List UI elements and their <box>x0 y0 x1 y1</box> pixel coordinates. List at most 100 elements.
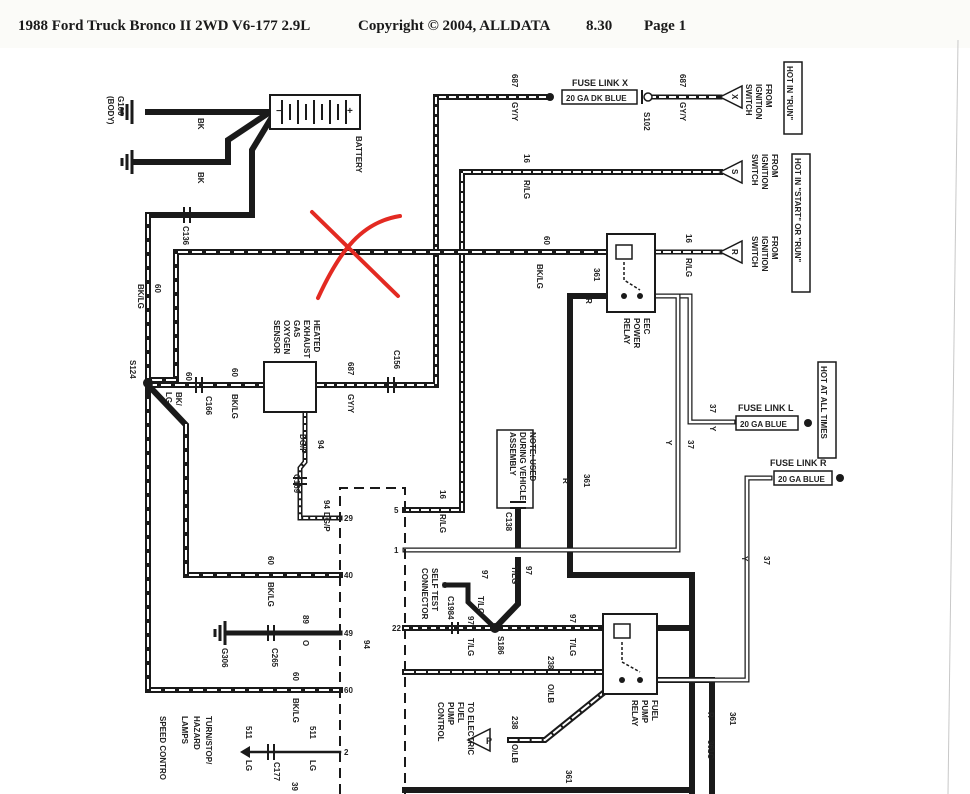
r-label-2: R <box>561 478 570 484</box>
wire-687-stripe <box>317 96 546 386</box>
pin-60: 60 <box>344 686 353 695</box>
pin-40: 40 <box>344 571 353 580</box>
heo2-label-3: GAS <box>292 320 301 338</box>
hot-all-box <box>817 361 837 459</box>
note-line-3: ASSEMBLY <box>508 432 517 476</box>
w37-label-2: 37 <box>708 404 717 413</box>
w97-label-4: 97 <box>568 614 577 623</box>
heo2-label-2: EXHAUST <box>302 320 311 358</box>
pin-2: 2 <box>344 748 349 757</box>
c1984-label: C1984 <box>446 596 455 620</box>
lg-label-2: LG <box>308 760 317 771</box>
switch-x-letter: X <box>730 94 739 100</box>
heo2-label-1: HEATED <box>312 320 321 353</box>
w37-label-3: 37 <box>762 556 771 565</box>
battery-plus: + <box>347 106 353 117</box>
o-label: O <box>301 640 310 646</box>
tef-label-4: CONTROL <box>436 702 445 742</box>
tlg-label-2: T/LG <box>510 566 519 584</box>
ignition-switch-markers <box>466 84 743 753</box>
speed-control-label: SPEED CONTRO <box>158 716 167 780</box>
w511-label-1: 511 <box>244 726 253 739</box>
fuse-l-rating: 20 GA BLUE <box>740 420 787 429</box>
battery-label: BATTERY <box>354 136 363 174</box>
gyy-label-3: GY/Y <box>346 394 355 414</box>
bklg-label-3: BK/LG <box>230 394 239 419</box>
w94-label-2: 94 <box>322 500 331 509</box>
stc-label-2: CONNECTOR <box>420 568 429 620</box>
w60-label-6: 60 <box>291 672 300 681</box>
stc-label-1: SELF TEST <box>430 568 439 611</box>
bklg-label-5: BK/LG <box>266 582 275 607</box>
w39-label: 39 <box>290 782 299 791</box>
w16-label-3: 16 <box>438 490 447 499</box>
c156-label: C156 <box>392 350 401 370</box>
tsh-label-2: HAZARD <box>192 716 201 750</box>
w511-label-2: 511 <box>308 726 317 739</box>
switch-label-s: SWITCH <box>750 154 759 186</box>
w97-label-1: 97 <box>480 570 489 579</box>
heo2-label-4: OXYGEN <box>282 320 291 354</box>
w16-label-1: 16 <box>522 154 531 163</box>
dgp-label-2: DG/P <box>322 512 331 532</box>
w238-label-1: 238 <box>546 656 555 670</box>
note-box <box>496 429 534 509</box>
switch-s-letter: S <box>730 169 739 175</box>
w687-label-3: 687 <box>346 362 355 376</box>
lg-line-label: LG <box>164 392 173 403</box>
w16-label-2: 16 <box>684 234 693 243</box>
w60-label-3: 60 <box>230 368 239 377</box>
c136-label: C136 <box>181 226 190 246</box>
page-edge <box>947 39 959 794</box>
olb-label-1: O/LB <box>546 684 555 703</box>
w60-label-2: 60 <box>542 236 551 245</box>
tlg-label-1: T/LG <box>476 596 485 614</box>
pump-letter: P <box>486 736 492 746</box>
olb-label-2: O/LB <box>510 744 519 763</box>
splices <box>143 378 500 633</box>
pin-29: 29 <box>344 514 353 523</box>
bk-label-1: BK <box>196 118 205 130</box>
from-label-s: FROM <box>770 154 779 178</box>
tlg-label-4: T/LG <box>568 638 577 656</box>
w687-label-2: 687 <box>678 74 687 88</box>
w97-label-2: 97 <box>524 566 533 575</box>
wire-bk-ground-1 <box>132 107 275 165</box>
version-number: 8.30 <box>586 18 613 34</box>
wire-238-pump <box>507 685 612 743</box>
wire-37-y <box>652 293 736 425</box>
battery-symbol <box>269 94 361 130</box>
c265-label: C265 <box>270 648 279 668</box>
w361-label-2: 361 <box>582 474 591 488</box>
fuse-link-x <box>546 89 653 105</box>
from-label-r: FROM <box>770 236 779 260</box>
red-x-annotation <box>310 210 402 300</box>
bklg-label-2: BK/LG <box>535 264 544 289</box>
tlg-label-3: T/LG <box>466 638 475 656</box>
eec-label-1: EEC <box>642 318 651 335</box>
w238-label-2: 238 <box>510 716 519 730</box>
hot-all-label: HOT AT ALL TIMES <box>819 366 828 440</box>
eec-label-2: POWER <box>632 318 641 348</box>
g106-label: G106 <box>116 96 125 116</box>
battery-minus: − <box>276 106 282 117</box>
rlg-label-1: R/LG <box>522 180 531 199</box>
w361-label-3: 361 <box>728 712 737 726</box>
s102-label: S102 <box>642 112 651 131</box>
pin-5: 5 <box>394 506 399 515</box>
wires <box>132 94 773 794</box>
fuse-link-r <box>773 470 844 486</box>
fuse-link-l <box>735 415 812 431</box>
wire-361-r <box>567 293 695 794</box>
body-label: (BODY) <box>106 96 115 125</box>
ecm-outline <box>339 487 406 794</box>
fp-label-1: FUEL <box>650 700 659 721</box>
fuse-l-title: FUSE LINK L <box>738 403 794 413</box>
hot-run-box <box>783 61 803 135</box>
w89-label: 89 <box>301 615 310 624</box>
y-label-1: Y <box>664 440 673 446</box>
heo2-sensor-box <box>263 361 317 413</box>
tsh-label-3: LAMPS <box>180 716 189 745</box>
pin-22: 22 <box>392 624 401 633</box>
